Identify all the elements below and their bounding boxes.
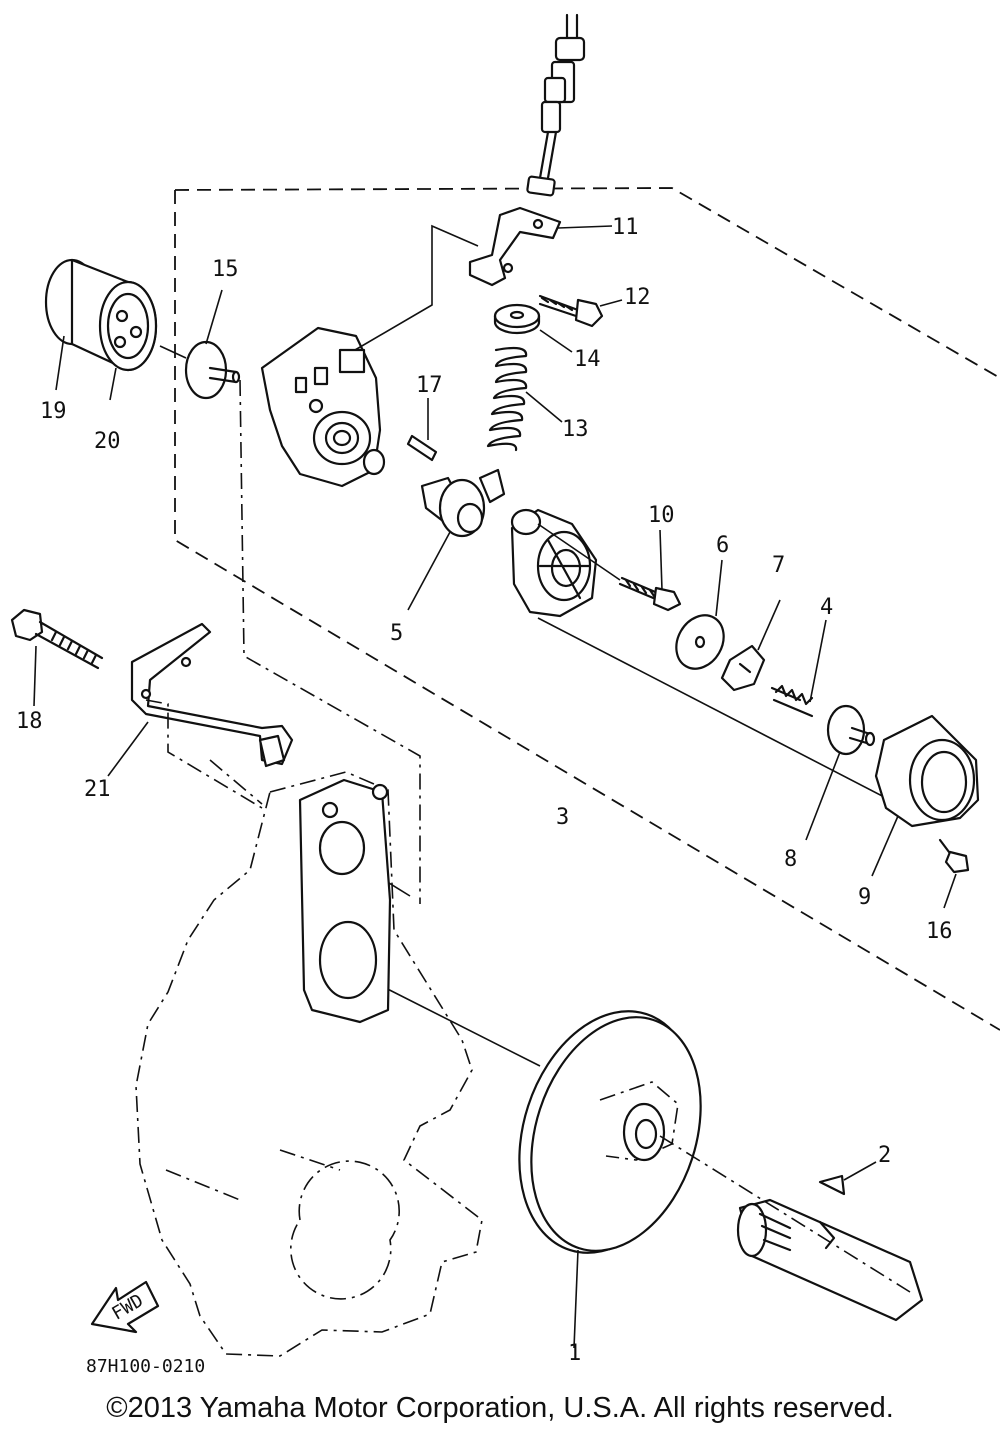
part-15-disc bbox=[184, 289, 241, 400]
callout-13: 13 bbox=[562, 417, 589, 442]
callout-19: 19 bbox=[40, 399, 67, 424]
callout-11: 11 bbox=[612, 215, 639, 240]
fwd-arrow-icon: FWD bbox=[90, 1280, 160, 1334]
callout-18: 18 bbox=[16, 709, 43, 734]
cover-plate bbox=[510, 508, 891, 801]
callout-9: 9 bbox=[858, 885, 871, 910]
part-8-flange bbox=[805, 704, 876, 841]
throttle-cable bbox=[526, 13, 586, 197]
part-12-screw bbox=[538, 294, 623, 328]
crankshaft bbox=[659, 1135, 924, 1322]
assembly-outline-3 bbox=[174, 187, 1000, 1031]
part-4-spring bbox=[770, 619, 827, 718]
part-7-clip bbox=[720, 599, 781, 692]
part-2-key bbox=[818, 1161, 877, 1196]
callout-14: 14 bbox=[574, 347, 601, 372]
engine-crankcase bbox=[135, 771, 483, 1357]
copyright-footer: ©2013 Yamaha Motor Corporation, U.S.A. A… bbox=[106, 1392, 894, 1424]
part-1-sheave bbox=[518, 1010, 702, 1349]
callout-1: 1 bbox=[568, 1341, 581, 1366]
part-10-screw bbox=[618, 529, 682, 612]
part-13-spring bbox=[486, 346, 563, 452]
callout-6: 6 bbox=[716, 533, 729, 558]
part-6-washer bbox=[675, 559, 725, 670]
part-21-bracket bbox=[107, 622, 294, 809]
part-17-pin bbox=[406, 398, 438, 462]
part-9-cap bbox=[871, 714, 980, 877]
drawing-code: 87H100-0210 bbox=[86, 1356, 205, 1377]
part-5-pulley-shaft bbox=[407, 468, 506, 611]
callout-7: 7 bbox=[772, 553, 785, 578]
callout-10: 10 bbox=[648, 503, 675, 528]
center-lines bbox=[209, 379, 421, 904]
callout-20: 20 bbox=[94, 429, 121, 454]
part-11-lever bbox=[468, 206, 613, 287]
callout-12: 12 bbox=[624, 285, 651, 310]
part-14-collar bbox=[493, 303, 573, 353]
callout-21: 21 bbox=[84, 777, 111, 802]
callout-2: 2 bbox=[878, 1143, 891, 1168]
callout-3: 3 bbox=[556, 805, 569, 830]
servo-housing bbox=[260, 224, 479, 488]
part-19-20-drum bbox=[44, 258, 187, 401]
callout-4: 4 bbox=[820, 595, 833, 620]
callout-8: 8 bbox=[784, 847, 797, 872]
part-16-bolt bbox=[938, 838, 970, 909]
part-18-bolt bbox=[10, 608, 104, 707]
callout-16: 16 bbox=[926, 919, 953, 944]
callout-17: 17 bbox=[416, 373, 443, 398]
callout-15: 15 bbox=[212, 257, 239, 282]
callout-5: 5 bbox=[390, 621, 403, 646]
